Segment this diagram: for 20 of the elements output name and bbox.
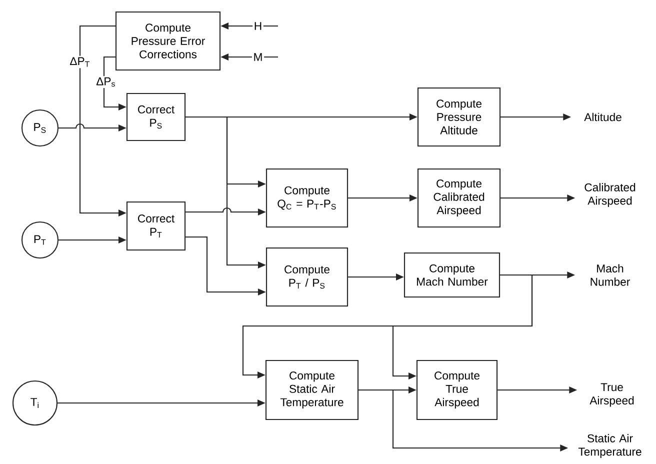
arrow — [392, 274, 533, 380]
process-box: Compute Calibrated Airspeed — [417, 168, 501, 228]
process-box: Compute P$_{T}$ / P$_{S}$ — [266, 247, 348, 307]
output-label: Calibrated Airspeed — [584, 183, 636, 207]
process-box: Correct P$_{S}$ — [126, 92, 186, 142]
edge-label: ΔP$_{T}$ — [68, 56, 92, 68]
output-label: Altitude — [584, 112, 622, 122]
output-label: True Airspeed — [590, 383, 634, 407]
edge-label: ΔP$_{s}$ — [94, 76, 118, 88]
process-box: Compute True Airspeed — [416, 360, 498, 420]
process-box: Compute Static Air Temperature — [265, 360, 359, 420]
process-box: Compute Pressure Error Corrections — [115, 11, 221, 71]
process-box: Correct P$_{T}$ — [126, 201, 186, 251]
process-box: Compute Mach Number — [404, 252, 500, 298]
output-label: Mach Number — [590, 264, 630, 286]
process-box: Compute Q$_{C}$ = P$_{T}$-P$_{S}$ — [266, 168, 348, 228]
edge-label: M — [252, 52, 264, 62]
edge-label: H — [252, 20, 264, 32]
process-box: Compute Pressure Altitude — [417, 87, 501, 147]
output-label: Static Air Temperature — [578, 434, 642, 458]
